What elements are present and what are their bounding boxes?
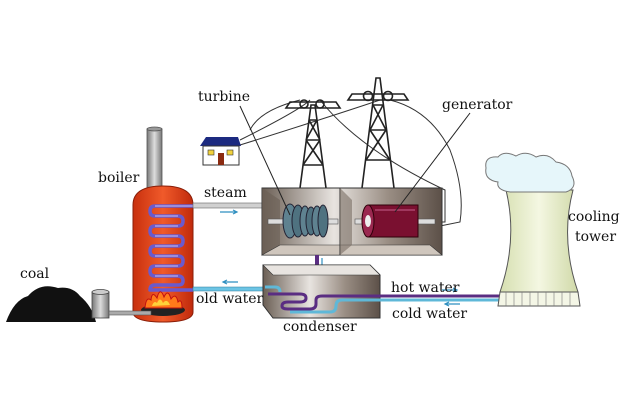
cold-water-arrow <box>443 301 460 307</box>
coal-feeder <box>91 289 152 319</box>
boiler <box>132 185 194 323</box>
turbine-rotor <box>267 203 339 239</box>
steam-pipe <box>192 202 264 209</box>
generator-pointer <box>394 112 471 213</box>
label-steam: steam <box>204 185 247 201</box>
condenser <box>262 264 510 319</box>
boiler-coil <box>148 204 193 292</box>
label-cold-water: cold water <box>392 306 467 322</box>
burner-flames <box>141 291 185 316</box>
turbine-pointer <box>239 105 291 216</box>
return-arrow <box>221 279 238 285</box>
label-hot-water: hot water <box>391 280 460 296</box>
steam-arrow <box>220 209 239 215</box>
hot-water-arrow <box>442 287 459 293</box>
steam-cloud <box>485 152 575 193</box>
label-boiler: boiler <box>98 170 140 186</box>
label-coal: coal <box>20 266 50 282</box>
chimney <box>146 128 163 192</box>
label-generator: generator <box>442 97 513 113</box>
pylon-right <box>346 77 410 189</box>
label-cold-water-return: old water <box>196 291 264 307</box>
coal-pile <box>6 286 96 322</box>
label-tower: tower <box>575 229 616 245</box>
label-turbine: turbine <box>198 89 250 105</box>
house-icon <box>200 137 241 166</box>
label-cooling: cooling <box>568 209 620 225</box>
pylon-left <box>284 99 342 189</box>
generator-rotor <box>354 204 436 238</box>
cooling-tower <box>485 152 581 307</box>
exhaust-pipe <box>315 255 319 267</box>
label-condenser: condenser <box>283 319 357 335</box>
